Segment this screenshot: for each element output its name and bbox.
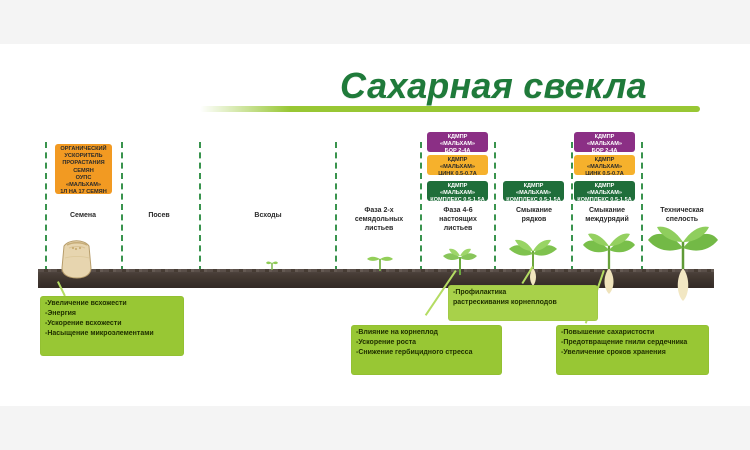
callout-item: -Насыщение микроэлементами xyxy=(45,330,154,337)
callout-item: -Предотвращение гнили сердечника xyxy=(561,339,688,346)
stage-divider xyxy=(199,142,201,272)
stage-divider xyxy=(45,142,47,272)
callout-item: -Ускорение роста xyxy=(356,339,417,346)
stage-divider xyxy=(335,142,337,272)
stage-label-phase4: Фаза 4-6 настоящих листьев xyxy=(439,207,477,232)
callout-growth-benefits: -Влияние на корнеплод -Ускорение роста -… xyxy=(351,325,502,375)
badge-boron: КДМПР «МАЛЬХАМ» БОР 2-4А xyxy=(427,132,488,152)
page-title: Сахарная свекла xyxy=(340,65,647,106)
stage-label-phase2: Фаза 2-х семядольных листьев xyxy=(354,207,404,232)
callout-item: -Ускорение всхожести xyxy=(45,320,122,327)
badge-complex-rows: КДМПР «МАЛЬХАМ» КОМПЛЕКС 0,5-1,5А xyxy=(503,181,564,201)
badge-zinc: КДМПР «МАЛЬХАМ» ЦИНК 0,5-0,7А xyxy=(427,155,488,175)
stage-divider xyxy=(420,142,422,272)
stage-label-sowing: Посев xyxy=(148,212,170,219)
badge-zinc-interrow: КДМПР «МАЛЬХАМ» ЦИНК 0,5-0,7А xyxy=(574,155,635,175)
badge-organic-accelerator: ОРГАНИЧЕСКИЙ УСКОРИТЕЛЬ ПРОРАСТАНИЯ СЕМЯ… xyxy=(55,144,112,194)
callout-harvest-benefits: -Повышение сахаристости -Предотвращение … xyxy=(556,325,709,375)
stage-label-ripeness: Техническая спелость xyxy=(660,207,704,223)
callout-item: -Профилактика xyxy=(453,289,507,296)
stage-label-seeds: Семена xyxy=(69,212,97,219)
badge-complex-interrow: КДМПР «МАЛЬХАМ» КОМПЛЕКС 0,5-1,5А xyxy=(574,181,635,201)
callout-item: -Увеличение всхожести xyxy=(45,300,127,307)
title-underline xyxy=(200,106,700,112)
callout-item: -Влияние на корнеплод xyxy=(356,329,438,336)
stage-label-rows: Смыкание рядков xyxy=(515,207,553,223)
callout-item: растрескивания корнеплодов xyxy=(453,299,557,306)
callout-item: -Повышение сахаристости xyxy=(561,329,655,336)
callout-item: -Снижение гербицидного стресса xyxy=(356,349,473,356)
badge-complex: КДМПР «МАЛЬХАМ» КОМПЛЕКС 0,5-1,5А xyxy=(427,181,488,201)
callout-item: -Увеличение сроков хранения xyxy=(561,349,666,356)
callout-prophylaxis: -Профилактика растрескивания корнеплодов xyxy=(448,285,598,321)
stage-divider xyxy=(121,142,123,272)
badge-boron-interrow: КДМПР «МАЛЬХАМ» БОР 2-4А xyxy=(574,132,635,152)
callout-seeds-benefits: -Увеличение всхожести -Энергия -Ускорени… xyxy=(40,296,184,356)
soil-strip xyxy=(38,269,714,288)
stage-label-shoots: Всходы xyxy=(254,212,282,219)
callout-item: -Энергия xyxy=(45,310,77,317)
stage-label-interrow: Смыкание междурядий xyxy=(585,207,629,223)
stage-divider xyxy=(494,142,496,272)
stage-divider xyxy=(641,142,643,272)
stage-divider xyxy=(571,142,573,272)
